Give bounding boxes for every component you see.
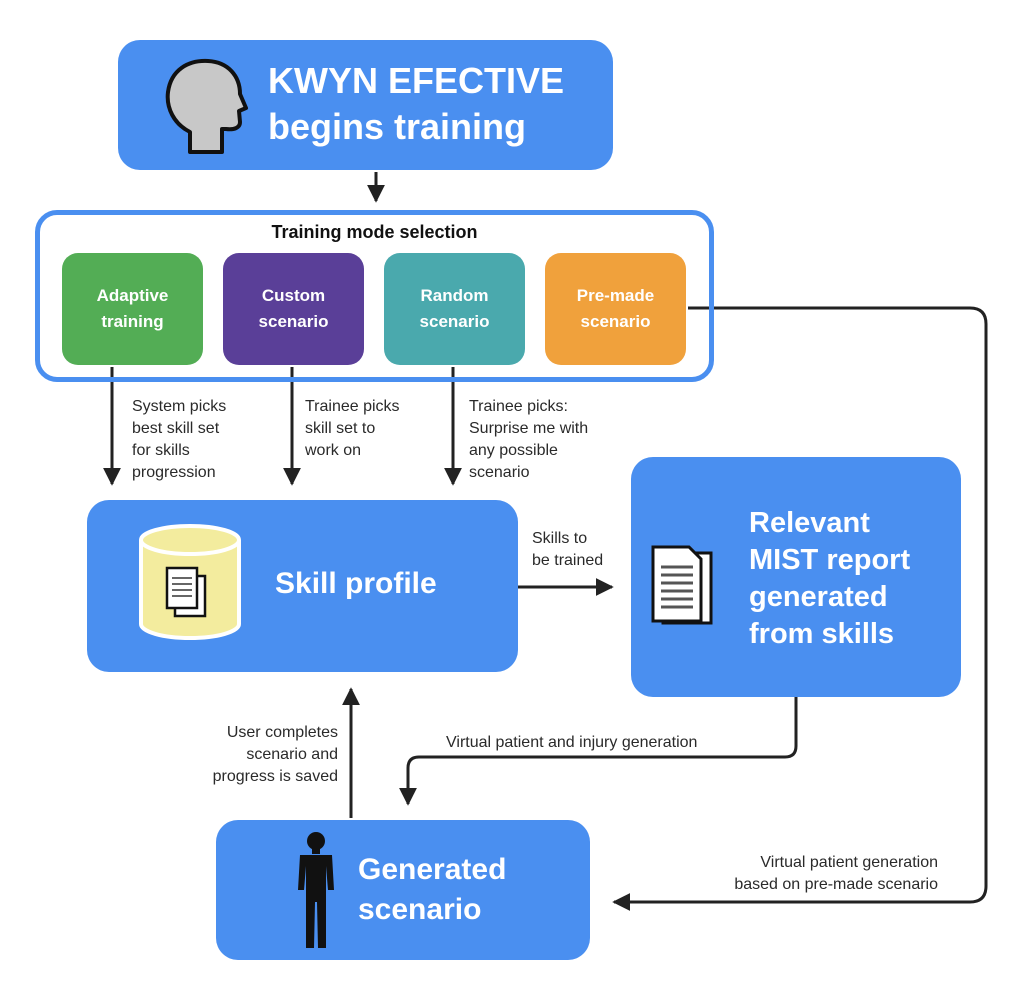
document-icon: [651, 545, 713, 625]
label-random-edge: Trainee picks: Surprise me with any poss…: [469, 398, 589, 481]
scenario-line1: Generated: [358, 853, 507, 886]
label-user-completes: User completes scenario and progress is …: [212, 724, 338, 785]
mode-custom-scenario[interactable]: Custom scenario: [223, 253, 364, 365]
header-title-line1: KWYN EFECTIVE: [268, 60, 565, 101]
mode-selection-title: Training mode selection: [271, 222, 478, 242]
skill-profile-box: Skill profile: [87, 500, 518, 672]
report-line4: from skills: [749, 618, 895, 650]
mode-random-scenario[interactable]: Random scenario: [384, 253, 525, 365]
label-adaptive-edge: System picks best skill set for skills p…: [132, 398, 227, 481]
mist-report-box: Relevant MIST report generated from skil…: [631, 457, 961, 697]
skill-profile-label: Skill profile: [275, 567, 437, 600]
database-icon: [139, 524, 241, 640]
mode-adaptive-training[interactable]: Adaptive training: [62, 253, 203, 365]
label-custom-edge: Trainee picks skill set to work on: [305, 398, 400, 459]
arrow-report-to-scenario: [399, 697, 798, 806]
header-title-line2: begins training: [268, 106, 527, 147]
report-line1: Relevant: [749, 507, 870, 539]
head-profile-icon: [165, 58, 248, 154]
label-skills-to-be-trained: Skills to be trained: [532, 530, 604, 569]
mode-selection-panel: [35, 210, 714, 382]
label-virtual-injury: Virtual patient and injury generation: [446, 734, 698, 751]
arrow-premade-to-scenario: [612, 306, 988, 911]
label-premade-generation: Virtual patient generation based on pre-…: [734, 854, 938, 893]
header-box: KWYN EFECTIVE begins training: [118, 40, 613, 170]
human-figure-icon: [298, 832, 334, 948]
report-line2: MIST report: [749, 544, 911, 576]
scenario-line2: scenario: [358, 893, 482, 926]
mode-premade-scenario[interactable]: Pre-made scenario: [545, 253, 686, 365]
report-line3: generated: [749, 581, 888, 613]
generated-scenario-box: Generated scenario: [216, 820, 590, 960]
